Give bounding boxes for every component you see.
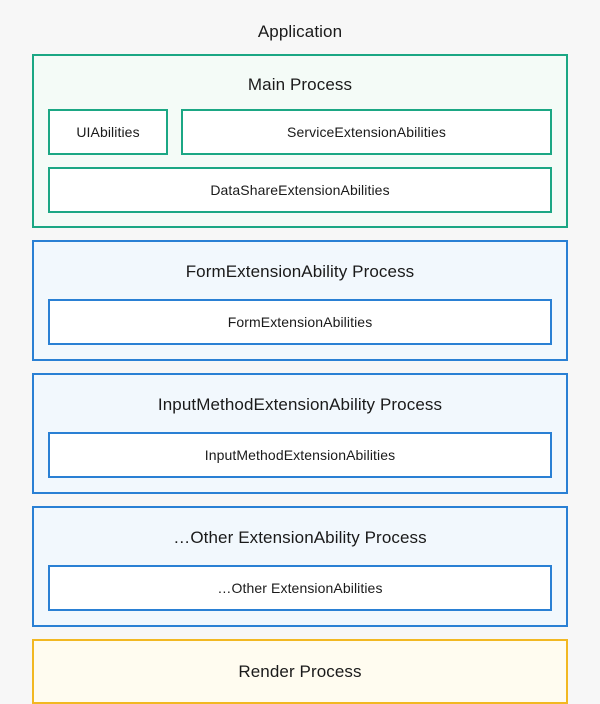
ability-row: UIAbilities ServiceExtensionAbilities [48, 109, 552, 155]
ability-row: …Other ExtensionAbilities [48, 565, 552, 611]
process-block-form-extension-ability-process: FormExtensionAbility Process FormExtensi… [32, 240, 568, 361]
process-title-main-process: Main Process [247, 75, 353, 94]
diagram-title: Application [257, 22, 343, 41]
process-title-input-method-extension-ability-process: InputMethodExtensionAbility Process [157, 395, 443, 414]
process-title-form-extension-ability-process: FormExtensionAbility Process [185, 262, 415, 281]
process-block-other-extension-ability-process: …Other ExtensionAbility Process …Other E… [32, 506, 568, 627]
process-block-main-process: Main Process UIAbilities ServiceExtensio… [32, 54, 568, 228]
ability-box-uiabilities: UIAbilities [48, 109, 168, 155]
ability-row: FormExtensionAbilities [48, 299, 552, 345]
ability-box-other-extensionabilities: …Other ExtensionAbilities [48, 565, 552, 611]
ability-box-datashareextensionabilities: DataShareExtensionAbilities [48, 167, 552, 213]
ability-row: DataShareExtensionAbilities [48, 167, 552, 213]
process-title-other-extension-ability-process: …Other ExtensionAbility Process [173, 528, 427, 547]
application-architecture-diagram: Application Main Process UIAbilities Ser… [32, 22, 568, 704]
ability-box-serviceextensionabilities: ServiceExtensionAbilities [181, 109, 552, 155]
process-block-input-method-extension-ability-process: InputMethodExtensionAbility Process Inpu… [32, 373, 568, 494]
ability-box-formextensionabilities: FormExtensionAbilities [48, 299, 552, 345]
ability-row: InputMethodExtensionAbilities [48, 432, 552, 478]
ability-box-inputmethodextensionabilities: InputMethodExtensionAbilities [48, 432, 552, 478]
